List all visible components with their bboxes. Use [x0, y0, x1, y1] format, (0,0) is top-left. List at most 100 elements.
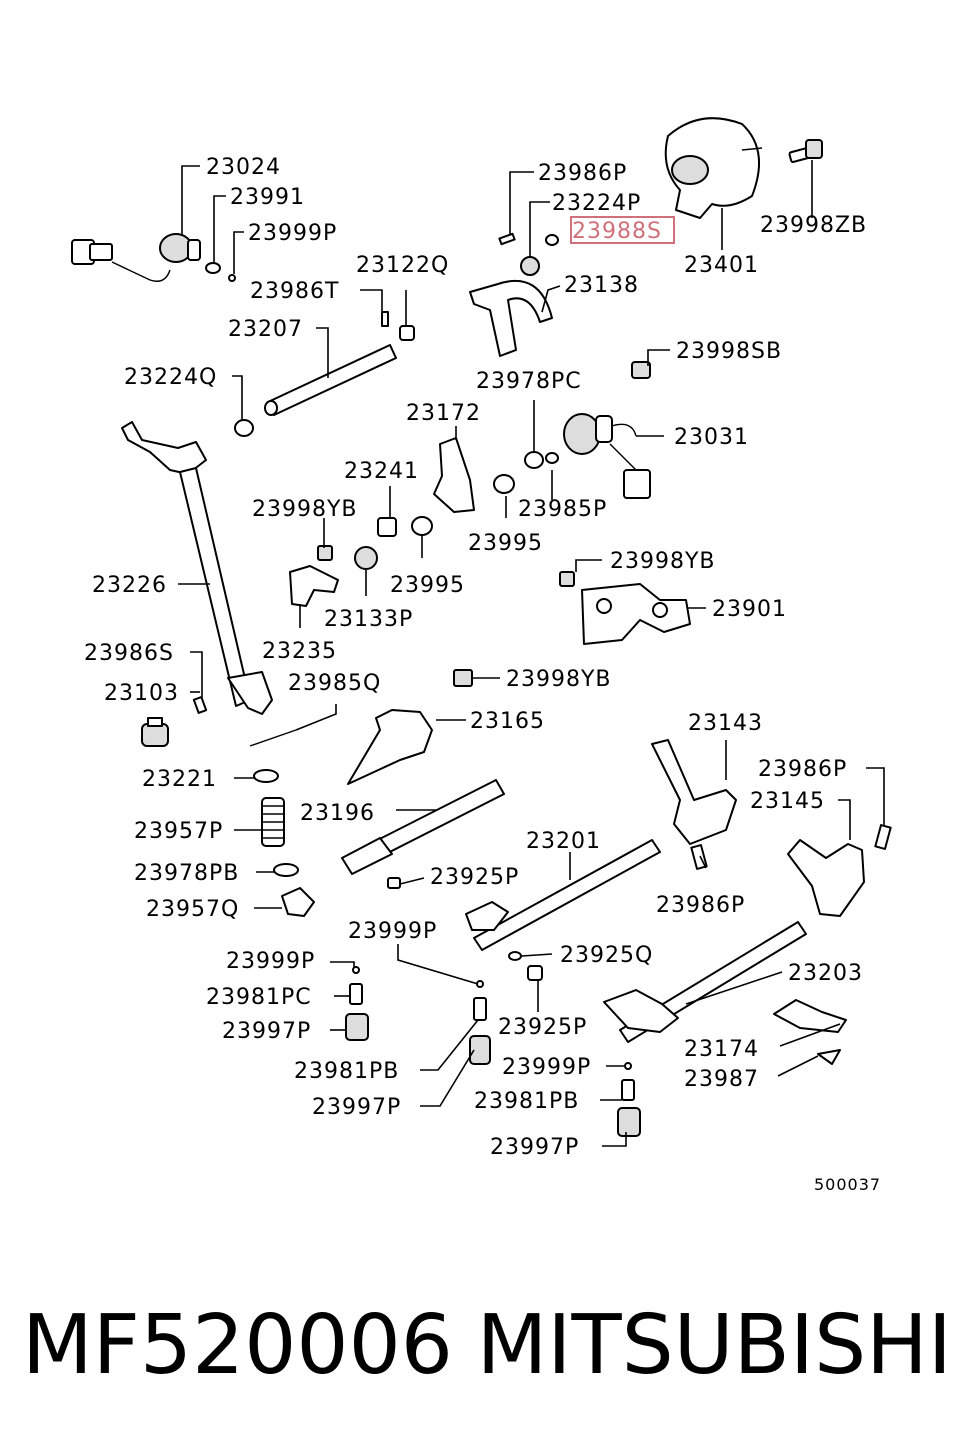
label-23986p-top: 23986P [538, 161, 627, 186]
part-lever-23172 [433, 437, 475, 513]
label-23031: 23031 [674, 425, 749, 450]
label-23999p-right: 23999P [502, 1055, 591, 1080]
part-23988s [545, 234, 559, 246]
label-23401: 23401 [684, 253, 759, 278]
part-23978pb [273, 863, 299, 877]
label-23165: 23165 [470, 709, 545, 734]
label-23957q: 23957Q [146, 897, 239, 922]
part-23995-lower [411, 516, 433, 536]
part-number: MF520006 [22, 1297, 453, 1393]
part-23241 [377, 517, 397, 537]
label-23103: 23103 [104, 681, 179, 706]
part-bracket-23901 [581, 583, 691, 645]
part-23986p-top [498, 232, 516, 246]
part-speedometer-sensor [71, 233, 201, 282]
part-spring-23957p [261, 797, 285, 847]
part-23235 [289, 565, 339, 607]
part-lever-23165 [347, 709, 433, 785]
parts-drawing [71, 117, 892, 1137]
part-23221 [253, 769, 279, 783]
brand-name: MITSUBISHI [476, 1297, 952, 1393]
label-23224q: 23224Q [124, 365, 217, 390]
part-washer-23224p [520, 256, 540, 276]
part-23133p [354, 546, 378, 570]
part-shift-lever-23226 [121, 421, 273, 715]
part-23998yb-b [559, 571, 575, 587]
label-23133p: 23133P [324, 607, 413, 632]
label-23207: 23207 [228, 317, 303, 342]
part-23999p-left [352, 966, 360, 974]
label-23995-upper: 23995 [468, 531, 543, 556]
label-23999p: 23999P [248, 221, 337, 246]
label-23985p: 23985P [518, 497, 607, 522]
label-23987: 23987 [684, 1067, 759, 1092]
part-23957q [281, 887, 315, 917]
part-23978pc [524, 451, 544, 469]
label-23999p-left: 23999P [226, 949, 315, 974]
label-23221: 23221 [142, 767, 217, 792]
part-23986s [192, 696, 208, 714]
label-23925p-a: 23925P [430, 865, 519, 890]
part-labels: 23024 23991 23999P 23986T 23122Q 23207 2… [84, 155, 880, 1194]
part-fork-23143 [651, 739, 737, 845]
label-23224p: 23224P [552, 191, 641, 216]
part-23997p-b [469, 1035, 491, 1065]
label-23999p-center: 23999P [348, 919, 437, 944]
part-plug-23103 [141, 717, 169, 747]
part-o-ring-23991 [205, 262, 221, 274]
part-bolt-23998zb [788, 139, 823, 163]
part-23122q [399, 325, 415, 341]
part-23986t [381, 311, 389, 327]
part-23985p [545, 452, 559, 464]
label-23985q: 23985Q [288, 671, 381, 696]
label-23986s: 23986S [84, 641, 174, 666]
caption-bar: MF520006 MITSUBISHI [22, 1290, 952, 1400]
label-23901: 23901 [712, 597, 787, 622]
part-shaft-23201 [465, 839, 661, 951]
label-23998sb: 23998SB [676, 339, 782, 364]
label-23981pb-a: 23981PB [294, 1059, 399, 1084]
part-23925q [508, 951, 522, 961]
part-23224q [234, 419, 254, 437]
part-23997p-c [617, 1107, 641, 1137]
part-fork-23145 [787, 839, 865, 917]
part-23925p-a [387, 877, 401, 889]
label-23997p-b: 23997P [312, 1095, 401, 1120]
label-23988s: 23988S [572, 219, 662, 244]
label-23978pc: 23978PC [476, 369, 582, 394]
label-23981pc: 23981PC [206, 985, 312, 1010]
part-23999p [228, 274, 236, 282]
part-23998yb-c [453, 669, 473, 687]
label-23241: 23241 [344, 459, 419, 484]
part-shaft-23203 [603, 921, 807, 1043]
part-shaft-23196 [341, 779, 505, 875]
label-23201: 23201 [526, 829, 601, 854]
label-23986t: 23986T [250, 279, 339, 304]
part-23985q [249, 729, 297, 747]
label-23143: 23143 [688, 711, 763, 736]
label-23978pb: 23978PB [134, 861, 239, 886]
part-23995-upper [493, 474, 515, 494]
label-23986p-middle: 23986P [656, 893, 745, 918]
label-23235: 23235 [262, 639, 337, 664]
part-23998yb-a [317, 545, 333, 561]
part-23174 [773, 999, 847, 1033]
part-bolt-23998sb [631, 361, 651, 379]
label-23991: 23991 [230, 185, 305, 210]
label-23024: 23024 [206, 155, 281, 180]
part-23981pb-b [621, 1079, 635, 1101]
label-23138: 23138 [564, 273, 639, 298]
label-23122q: 23122Q [356, 253, 449, 278]
label-23998yb-b: 23998YB [610, 549, 716, 574]
part-23981pb-a [473, 997, 487, 1021]
label-23995-lower: 23995 [390, 573, 465, 598]
part-23987 [817, 1049, 841, 1065]
part-23997p-a [345, 1013, 369, 1041]
label-23925q: 23925Q [560, 943, 653, 968]
part-23999p-right [624, 1062, 632, 1070]
label-23226: 23226 [92, 573, 167, 598]
label-23998zb: 23998ZB [760, 213, 867, 238]
label-23998yb-a: 23998YB [252, 497, 358, 522]
label-23997p-a: 23997P [222, 1019, 311, 1044]
label-23998yb-c: 23998YB [506, 667, 612, 692]
